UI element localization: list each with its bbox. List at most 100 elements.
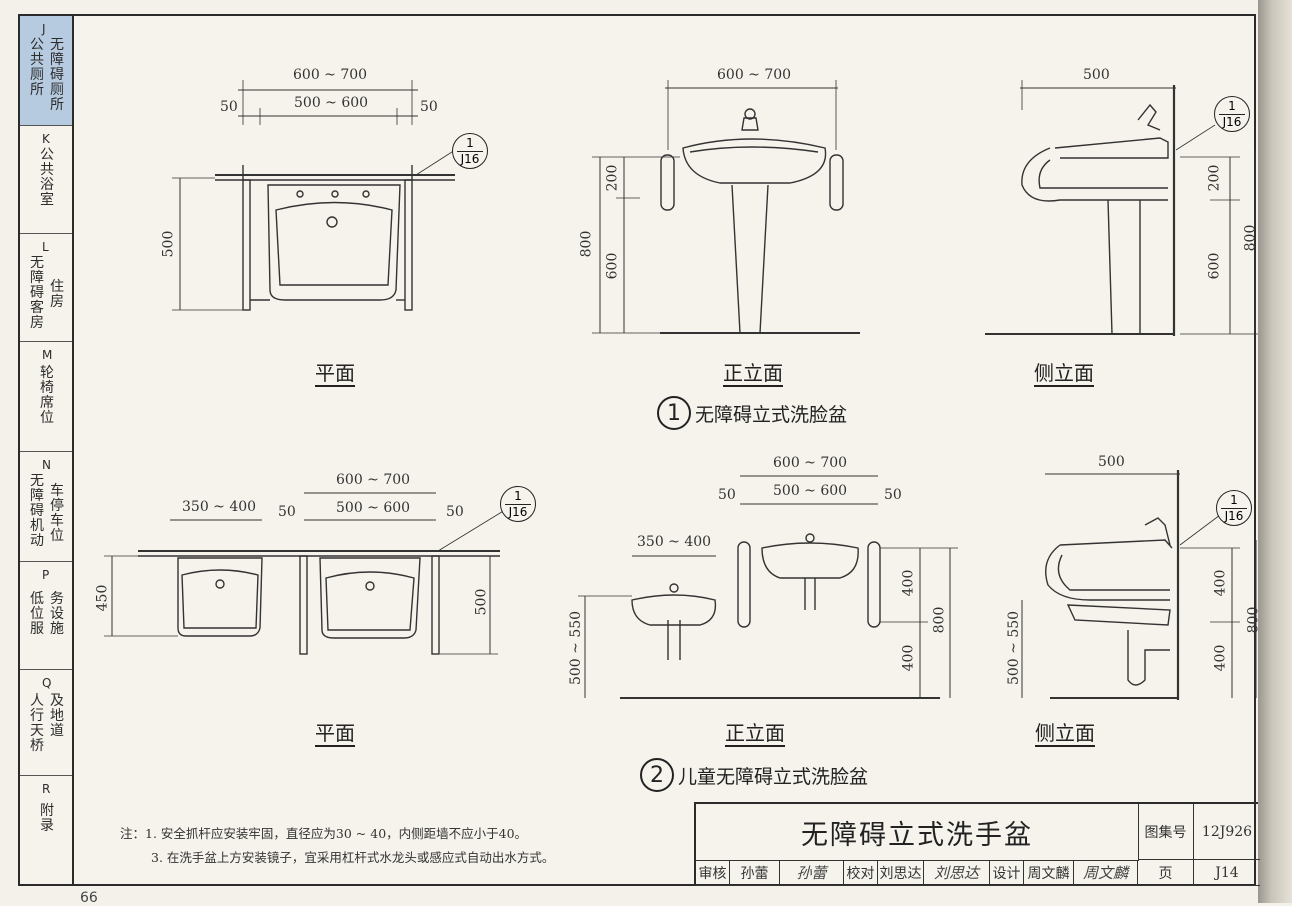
detail-title-text: 儿童无障碍立式洗脸盆 xyxy=(678,765,869,788)
side-view-2 xyxy=(1021,470,1257,700)
tab-label-2: 车停车位 xyxy=(50,483,64,544)
dim-label: 200 xyxy=(1206,164,1223,192)
tab-label: 公共浴室 xyxy=(40,147,54,208)
dim-label: 800 xyxy=(1245,606,1262,634)
detail-title-1: 1 无障碍立式洗脸盆 xyxy=(657,396,847,430)
review-signature: 孙蕾 xyxy=(780,860,844,886)
sidebar-tab-m[interactable]: M 轮椅席位 xyxy=(20,342,72,452)
sidebar-tab-n[interactable]: N 无障碍机动 车停车位 xyxy=(20,452,72,562)
dim-label: 600 ~ 700 xyxy=(717,67,792,83)
page-edge-shadow xyxy=(1258,0,1292,903)
front-caption-2: 正立面 xyxy=(725,721,785,745)
ref-number: 1 xyxy=(505,489,531,505)
dim-label: 600 xyxy=(604,252,621,280)
front-view-1 xyxy=(592,80,860,334)
dim-label: 200 xyxy=(604,164,621,192)
dim-label: 50 xyxy=(220,99,238,115)
drawing-frame xyxy=(18,14,1256,886)
ref-number: 1 xyxy=(457,136,483,152)
page-label: 页 xyxy=(1138,860,1194,886)
ref-number: 1 xyxy=(1219,99,1245,115)
sidebar-tab-p[interactable]: P 低位服 务设施 xyxy=(20,562,72,670)
ref-sheet: J16 xyxy=(460,152,480,166)
dim-label: 50 xyxy=(446,504,464,520)
tab-code: M xyxy=(42,348,53,362)
tab-label-2: 无障碍厕所 xyxy=(50,37,64,113)
dim-label: 500 ~ 550 xyxy=(568,610,585,686)
plan-view-1 xyxy=(172,80,456,311)
sidebar-tab-r[interactable]: R 附录 xyxy=(20,776,72,884)
dim-label: 50 xyxy=(884,487,902,503)
ref-number: 1 xyxy=(1221,493,1247,509)
dim-label: 500 ~ 600 xyxy=(294,95,369,111)
dim-label: 350 ~ 400 xyxy=(637,534,712,550)
dim-label: 400 xyxy=(1212,644,1229,672)
tab-label: 轮椅席位 xyxy=(40,365,54,426)
tab-code: L xyxy=(42,240,49,254)
sidebar-tab-k[interactable]: K 公共浴室 xyxy=(20,126,72,234)
dim-label: 500 xyxy=(473,588,490,616)
dim-label: 50 xyxy=(278,504,296,520)
dim-label: 600 ~ 700 xyxy=(293,67,368,83)
detail-number-circle: 1 xyxy=(657,396,691,430)
ref-sheet: J16 xyxy=(1222,115,1242,129)
dim-label: 50 xyxy=(718,487,736,503)
atlas-label: 图集号 xyxy=(1138,804,1194,860)
page-number: 66 xyxy=(80,890,98,906)
tab-label: 附录 xyxy=(40,803,54,834)
dim-label: 600 ~ 700 xyxy=(773,455,848,471)
detail-title-2: 2 儿童无障碍立式洗脸盆 xyxy=(640,758,868,792)
check-signature: 刘思达 xyxy=(924,860,990,886)
dim-label: 800 xyxy=(931,606,948,634)
tab-label: 公共厕所 xyxy=(30,37,44,98)
atlas-value: 12J926 xyxy=(1194,804,1260,860)
chapter-sidebar: J 公共厕所 无障碍厕所 K 公共浴室 L 无障碍客房 住房 M 轮椅席位 N … xyxy=(20,16,74,884)
detail-title-text: 无障碍立式洗脸盆 xyxy=(695,403,848,426)
tab-label-2: 住房 xyxy=(50,279,64,310)
page-value: J14 xyxy=(1194,860,1260,886)
tab-code: R xyxy=(42,782,51,796)
tab-label: 低位服 xyxy=(30,591,44,637)
design-name: 周文麟 xyxy=(1024,860,1074,886)
design-signature: 周文麟 xyxy=(1074,860,1138,886)
dim-label: 500 ~ 550 xyxy=(1006,610,1023,686)
dim-label: 50 xyxy=(420,99,438,115)
dim-label: 600 ~ 700 xyxy=(336,472,411,488)
sidebar-tab-j[interactable]: J 公共厕所 无障碍厕所 xyxy=(20,16,72,126)
dim-label: 450 xyxy=(94,584,111,612)
dim-label: 500 xyxy=(160,230,177,258)
ref-sheet: J16 xyxy=(508,505,528,519)
dim-label: 500 xyxy=(1098,454,1125,470)
tab-label: 人行天桥 xyxy=(30,693,44,754)
review-label: 审核 xyxy=(696,860,730,886)
tab-label: 无障碍客房 xyxy=(30,255,44,331)
check-name: 刘思达 xyxy=(878,860,924,886)
side-caption-2: 侧立面 xyxy=(1035,721,1095,745)
note-line-1: 1. 安全抓杆应安装牢固，直径应为30 ~ 40，内侧距墙不应小于40。 xyxy=(145,826,528,841)
sidebar-tab-q[interactable]: Q 人行天桥 及地道 xyxy=(20,670,72,776)
review-name: 孙蕾 xyxy=(730,860,780,886)
tab-code: J xyxy=(42,22,46,36)
dim-label: 400 xyxy=(900,569,917,597)
dim-label: 800 xyxy=(1242,224,1259,252)
tab-label-2: 务设施 xyxy=(50,591,64,637)
ref-sheet: J16 xyxy=(1224,509,1244,523)
detail-number-circle: 2 xyxy=(640,758,674,792)
dim-label: 350 ~ 400 xyxy=(182,499,257,515)
plan-caption-1: 平面 xyxy=(315,361,355,385)
design-label: 设计 xyxy=(990,860,1024,886)
dim-label: 500 ~ 600 xyxy=(773,483,848,499)
dim-label: 600 xyxy=(1206,252,1223,280)
front-caption-1: 正立面 xyxy=(723,361,783,385)
side-caption-1: 侧立面 xyxy=(1034,361,1094,385)
dim-label: 500 xyxy=(1083,67,1110,83)
check-label: 校对 xyxy=(844,860,878,886)
sidebar-tab-l[interactable]: L 无障碍客房 住房 xyxy=(20,234,72,342)
tab-code: K xyxy=(42,132,50,146)
dim-label: 400 xyxy=(1212,569,1229,597)
